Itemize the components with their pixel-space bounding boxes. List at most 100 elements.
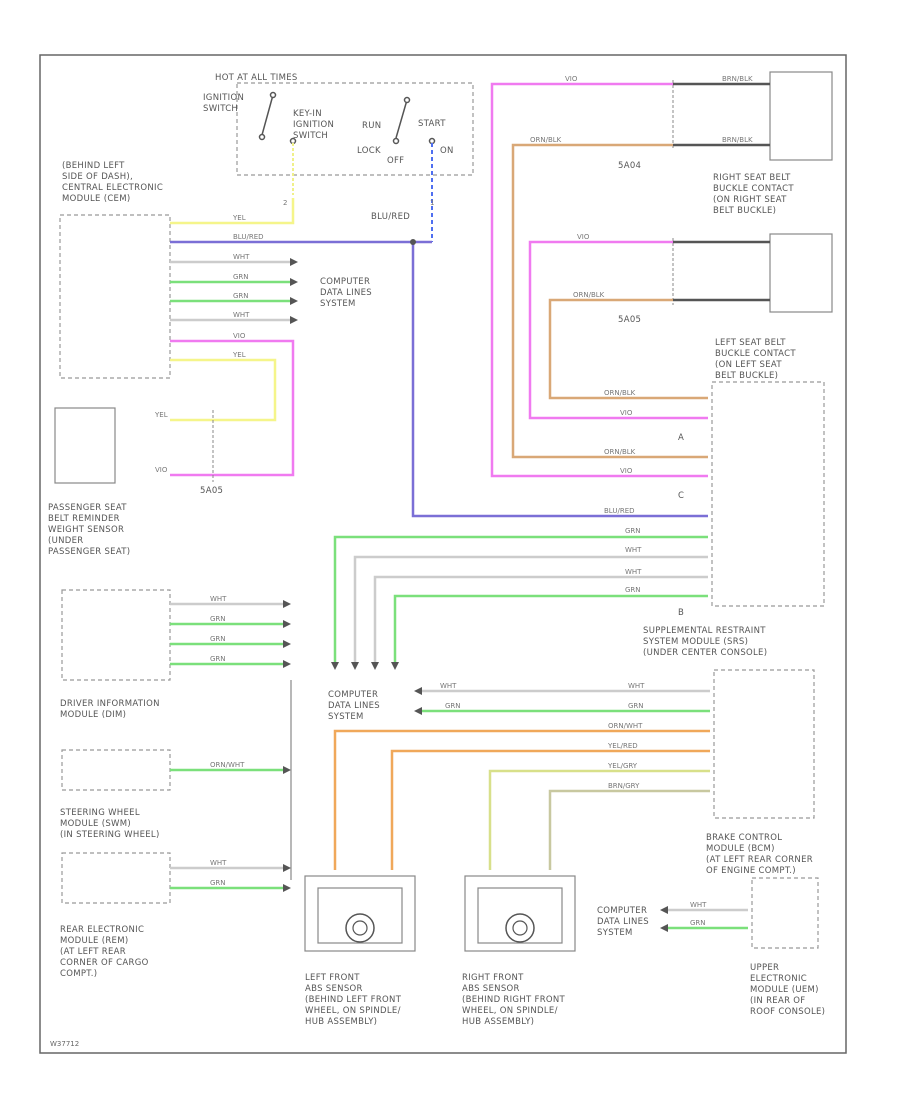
ign-pin-1: 1 — [430, 199, 434, 207]
cem-wire-labels: YEL BLU/RED WHT GRN GRN WHT VIO YEL — [232, 214, 264, 359]
uem-wires — [668, 908, 748, 930]
svg-text:YEL/RED: YEL/RED — [607, 742, 638, 750]
svg-text:GRN: GRN — [628, 702, 644, 710]
uem-wht-label: WHT — [690, 901, 707, 909]
swm-module-box — [61, 749, 171, 791]
sa05-2-label: 5A04 — [618, 161, 641, 171]
svg-text:GRN: GRN — [233, 273, 249, 281]
uem-arrows — [660, 906, 668, 932]
rem-arrows — [283, 864, 291, 892]
rb-brn-label-1: BRN/BLK — [722, 75, 753, 83]
uem-grn-label: GRN — [690, 919, 706, 927]
pass-yel-label: YEL — [154, 411, 168, 419]
cem-arrows — [290, 239, 416, 324]
svg-text:ORN/WHT: ORN/WHT — [608, 722, 643, 730]
rb-brn-label-2: BRN/BLK — [722, 136, 753, 144]
run-label: RUN — [362, 121, 381, 131]
bcm-data-wires — [422, 689, 710, 713]
rb-vio-label: VIO — [565, 75, 578, 83]
cem-wires — [170, 198, 708, 518]
srs-data-wires — [333, 535, 708, 665]
rem-grn-label: GRN — [210, 879, 226, 887]
srs-c-mark: C — [678, 491, 684, 501]
ign-pin-2: 2 — [283, 199, 287, 207]
left-belt-wires — [528, 240, 770, 420]
svg-text:WHT: WHT — [625, 568, 642, 576]
lb-orn-label: ORN/BLK — [573, 291, 605, 299]
rf-abs-sensor — [464, 875, 576, 952]
svg-text:WHT: WHT — [233, 311, 250, 319]
cem-module-box — [59, 214, 171, 379]
svg-text:VIO: VIO — [620, 467, 633, 475]
svg-text:GRN: GRN — [445, 702, 461, 710]
dim-arrows — [283, 600, 291, 668]
off-label: OFF — [387, 156, 404, 166]
bcm-data-arrows — [414, 687, 422, 715]
hot-at-all-times-label: HOT AT ALL TIMES — [215, 73, 298, 83]
left-seat-belt-box — [769, 233, 833, 313]
blu-red-splice-label: BLU/RED — [371, 212, 410, 222]
svg-text:WHT: WHT — [440, 682, 457, 690]
srs-wire-labels: ORN/BLK VIO ORN/BLK VIO BLU/RED GRN WHT … — [604, 389, 642, 594]
svg-text:WHT: WHT — [628, 682, 645, 690]
right-belt-wires — [490, 82, 770, 478]
lock-label: LOCK — [357, 146, 381, 156]
svg-text:BRN/GRY: BRN/GRY — [608, 782, 640, 790]
svg-text:YEL: YEL — [232, 214, 246, 222]
ignition-switch-box — [236, 82, 474, 176]
svg-text:GRN: GRN — [233, 292, 249, 300]
sa05-3-label: 5A05 — [618, 315, 641, 325]
on-label: ON — [440, 146, 454, 156]
rem-module-box — [61, 852, 171, 904]
svg-text:GRN: GRN — [210, 635, 226, 643]
svg-text:GRN: GRN — [210, 615, 226, 623]
right-seat-belt-box — [769, 71, 833, 161]
bcm-module-box — [713, 669, 815, 819]
passenger-sensor-box — [54, 407, 116, 484]
svg-text:YEL: YEL — [232, 351, 246, 359]
dim-wires — [170, 602, 283, 666]
svg-text:WHT: WHT — [210, 595, 227, 603]
dim-wire-labels: WHT GRN GRN GRN — [210, 595, 227, 663]
rem-wht-label: WHT — [210, 859, 227, 867]
svg-text:GRN: GRN — [625, 527, 641, 535]
srs-arrows — [331, 662, 399, 670]
svg-text:YEL/GRY: YEL/GRY — [607, 762, 638, 770]
abs-wires — [333, 729, 710, 870]
svg-text:ORN/BLK: ORN/BLK — [604, 448, 636, 456]
svg-text:WHT: WHT — [625, 546, 642, 554]
rb-orn-label: ORN/BLK — [530, 136, 562, 144]
bcm-wire-labels: WHT GRN GRN WHT ORN/WHT YEL/RED YEL/GRY … — [440, 682, 645, 790]
svg-text:BLU/RED: BLU/RED — [233, 233, 264, 241]
swm-arrow — [283, 766, 291, 774]
svg-text:VIO: VIO — [233, 332, 246, 340]
srs-module-box — [711, 381, 825, 607]
svg-text:BLU/RED: BLU/RED — [604, 507, 635, 515]
svg-text:ORN/BLK: ORN/BLK — [604, 389, 636, 397]
lb-vio-label: VIO — [577, 233, 590, 241]
dim-module-box — [61, 589, 171, 681]
svg-text:GRN: GRN — [625, 586, 641, 594]
footer-code: W37712 — [50, 1040, 79, 1048]
swm-wire-label: ORN/WHT — [210, 761, 245, 769]
svg-text:GRN: GRN — [210, 655, 226, 663]
srs-a-mark: A — [678, 433, 684, 443]
srs-b-mark: B — [678, 608, 684, 618]
